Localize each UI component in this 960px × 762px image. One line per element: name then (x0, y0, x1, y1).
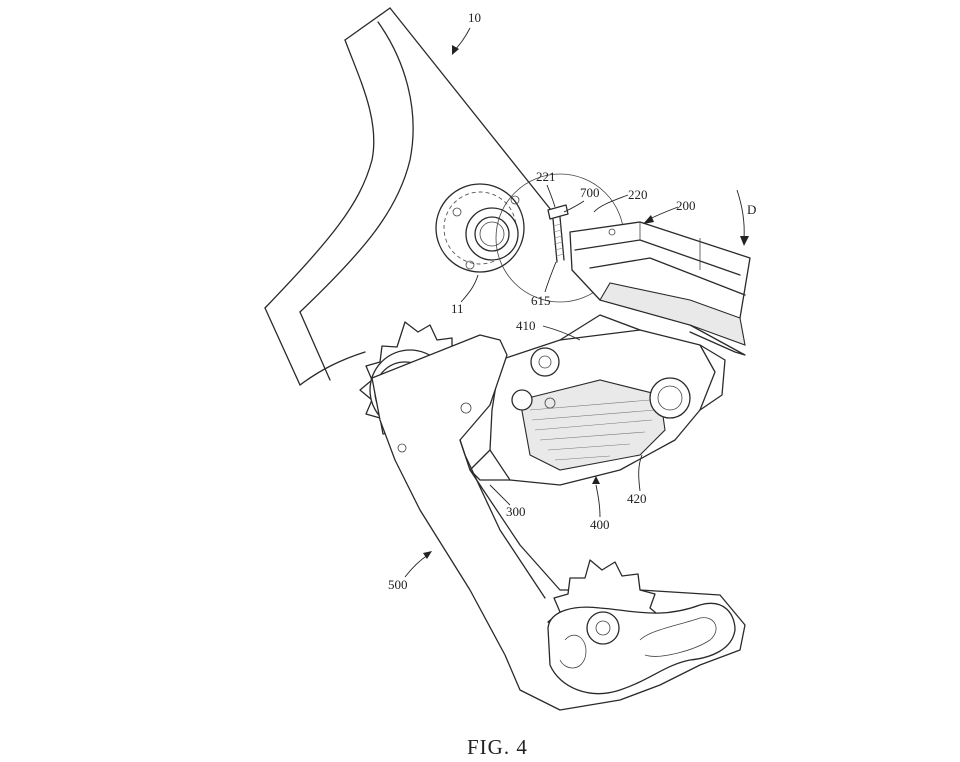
arrowhead-D (740, 236, 749, 246)
derailleur-body (469, 314, 726, 486)
label-11: 11 (451, 301, 464, 316)
arrowhead-400 (592, 476, 600, 484)
figure-caption: FIG. 4 (467, 735, 528, 759)
arrowhead-200 (643, 215, 654, 224)
label-700: 700 (580, 185, 600, 200)
bracket-200 (569, 221, 751, 356)
reference-labels: 10 11 221 700 220 200 D 615 410 300 420 … (388, 10, 756, 592)
label-615: 615 (531, 293, 551, 308)
leader-410 (542, 325, 581, 341)
arrowhead-500 (423, 551, 432, 559)
hanger-bolt (547, 204, 569, 263)
leader-10 (454, 27, 471, 51)
leader-220 (593, 194, 629, 213)
label-420: 420 (627, 491, 647, 506)
label-221: 221 (536, 169, 556, 184)
label-300: 300 (506, 504, 526, 519)
label-10: 10 (468, 10, 481, 25)
leader-615 (544, 261, 557, 293)
leader-300 (489, 484, 511, 506)
label-220: 220 (628, 187, 648, 202)
lower-jockey-wheel (547, 559, 736, 695)
leader-420 (638, 454, 643, 492)
dropout-axle (435, 183, 525, 273)
leader-11 (460, 274, 479, 303)
leader-lines (404, 27, 749, 578)
leader-400 (595, 484, 601, 518)
label-500: 500 (388, 577, 408, 592)
leader-221 (546, 184, 556, 208)
label-410: 410 (516, 318, 536, 333)
label-D: D (747, 202, 756, 217)
leader-200 (647, 206, 679, 221)
arrowhead-10 (452, 45, 459, 55)
arrow-D (736, 189, 745, 239)
leader-500 (404, 554, 429, 578)
label-400: 400 (590, 517, 610, 532)
label-200: 200 (676, 198, 696, 213)
bicycle-frame (264, 7, 556, 386)
leader-700 (563, 200, 585, 213)
